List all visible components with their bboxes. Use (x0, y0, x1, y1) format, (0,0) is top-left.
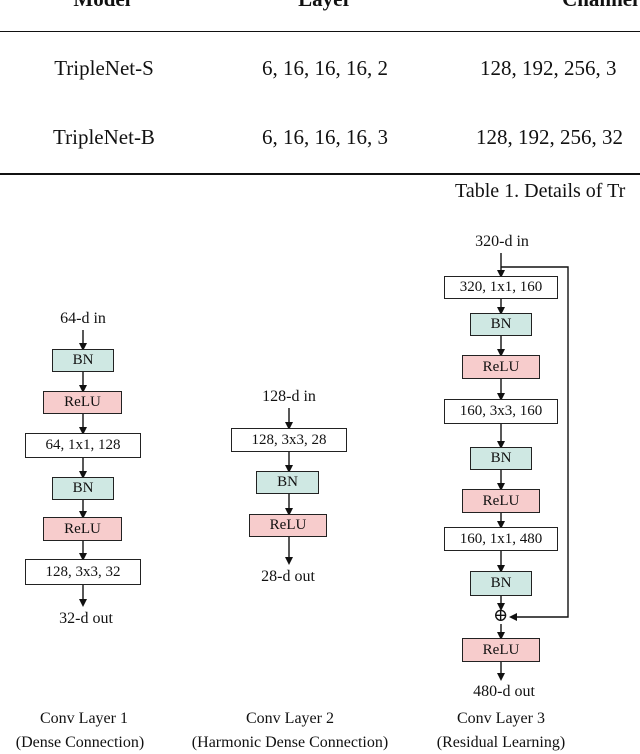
conv3-title: Conv Layer 3 (457, 710, 545, 727)
table-caption: Table 1. Details of Tr (455, 180, 626, 202)
conv3-relu-block: ReLU (462, 355, 540, 379)
conv2-output-label: 28-d out (261, 568, 315, 585)
conv2-bn-block: BN (256, 471, 319, 494)
table-cell-model: TripleNet-S (54, 56, 154, 80)
conv2-input-label: 128-d in (262, 388, 316, 405)
conv3-relu-block: ReLU (462, 489, 540, 513)
table-header-channel: Channel (562, 0, 638, 12)
conv3-subtitle: (Residual Learning) (436, 734, 566, 751)
sum-icon: ⊕ (493, 605, 509, 625)
conv1-input-label: 64-d in (60, 310, 106, 327)
table-cell-layer: 6, 16, 16, 16, 3 (262, 125, 388, 149)
conv2-title: Conv Layer 2 (246, 710, 334, 727)
conv3-input-label: 320-d in (475, 233, 529, 250)
conv3-conv-block: 160, 3x3, 160 (444, 399, 558, 424)
conv1-bn-block: BN (52, 349, 114, 372)
conv3-output-label: 480-d out (473, 683, 535, 700)
conv3-bn-block: BN (470, 447, 532, 470)
table-bottom-rule (0, 173, 640, 175)
table-cell-channel: 128, 192, 256, 3 (480, 56, 617, 80)
conv3-relu-block: ReLU (462, 638, 540, 662)
conv1-relu-block: ReLU (43, 391, 122, 414)
conv3-bn-block: BN (470, 571, 532, 596)
conv2-conv-block: 128, 3x3, 28 (231, 428, 347, 452)
table-mid-rule (0, 31, 640, 32)
conv3-conv-block: 160, 1x1, 480 (444, 527, 558, 551)
table-cell-model: TripleNet-B (53, 125, 155, 149)
conv1-relu-block: ReLU (43, 517, 122, 541)
table-cell-channel: 128, 192, 256, 32 (476, 125, 623, 149)
conv3-conv-block: 320, 1x1, 160 (444, 276, 558, 299)
conv1-bn-block: BN (52, 477, 114, 500)
conv1-output-label: 32-d out (59, 610, 113, 627)
conv1-conv-block: 64, 1x1, 128 (25, 433, 141, 458)
table-cell-layer: 6, 16, 16, 16, 2 (262, 56, 388, 80)
table-header-layer: Layer (298, 0, 352, 12)
conv3-bn-block: BN (470, 313, 532, 336)
conv1-conv-block: 128, 3x3, 32 (25, 559, 141, 585)
table-header-model: Model (73, 0, 130, 12)
conv2-subtitle: (Harmonic Dense Connection) (191, 734, 389, 751)
conv2-relu-block: ReLU (249, 514, 327, 537)
conv1-subtitle: (Dense Connection) (15, 734, 145, 751)
conv1-title: Conv Layer 1 (40, 710, 128, 727)
